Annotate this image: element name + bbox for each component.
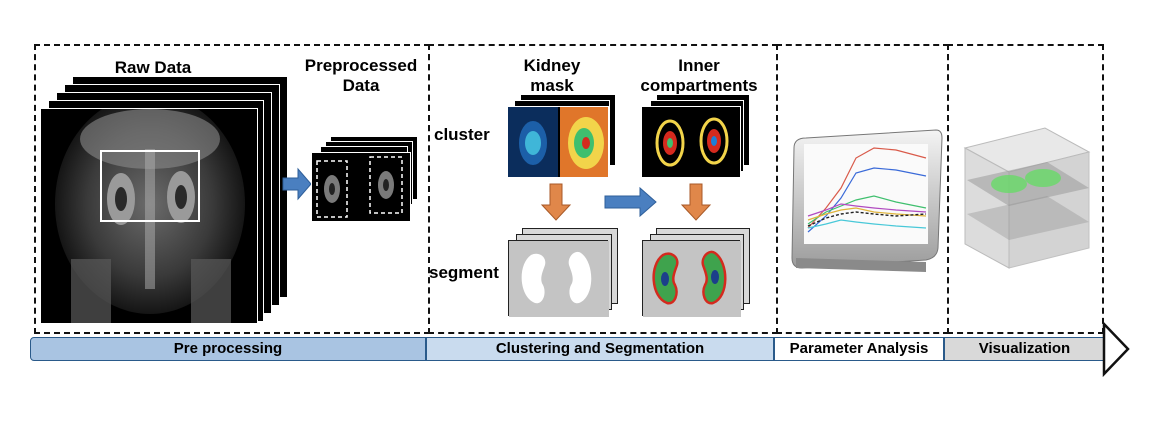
visualization-cube bbox=[955, 118, 1099, 280]
kidney-cluster-image bbox=[507, 106, 609, 178]
preprocessed-label-line1: Preprocessed bbox=[304, 56, 418, 75]
preprocessed-label-line2: Data bbox=[342, 76, 380, 95]
segment-row-label: segment bbox=[429, 263, 499, 282]
inner-cluster-image bbox=[641, 106, 741, 178]
timeline-visualization: Visualization bbox=[944, 337, 1104, 361]
timeline-parameter-analysis: Parameter Analysis bbox=[774, 337, 944, 361]
inner-compartments-line2: compartments bbox=[640, 76, 758, 95]
raw-data-label: Raw Data bbox=[114, 58, 192, 77]
kidney-mask-label: Kidney mask bbox=[512, 56, 592, 96]
preprocessed-image bbox=[311, 152, 411, 222]
kidney-segment-image bbox=[508, 240, 609, 317]
parameter-analysis-device bbox=[786, 128, 944, 276]
timeline-preprocessing: Pre processing bbox=[30, 337, 426, 361]
timeline-clustering: Clustering and Segmentation bbox=[426, 337, 774, 361]
preprocessed-data-label: Preprocessed Data bbox=[298, 56, 424, 96]
inner-compartments-label: Inner compartments bbox=[636, 56, 762, 96]
raw-mri-image bbox=[40, 108, 258, 324]
kidney-mask-line2: mask bbox=[530, 76, 574, 95]
visualization-frame bbox=[947, 44, 1104, 334]
kidney-mask-line1: Kidney bbox=[523, 56, 581, 75]
inner-segment-image bbox=[642, 240, 741, 317]
cluster-row-label: cluster bbox=[434, 125, 490, 144]
inner-compartments-line1: Inner bbox=[678, 56, 720, 75]
